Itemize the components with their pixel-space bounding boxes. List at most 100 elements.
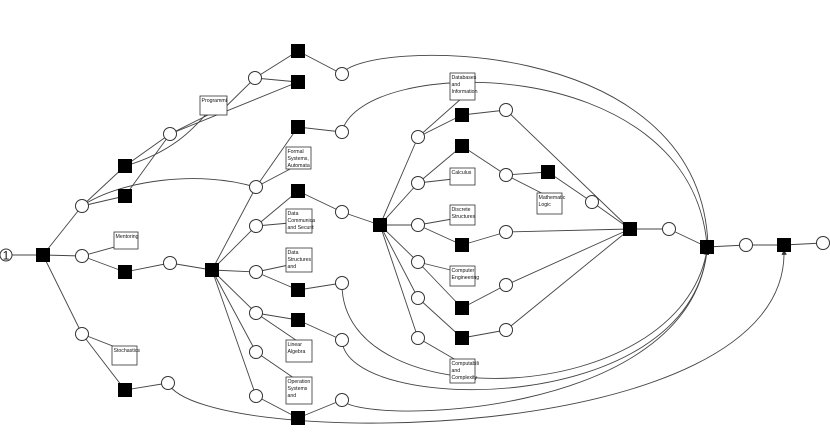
- place: [163, 256, 177, 270]
- transition: [455, 238, 469, 252]
- transition-label: and Securit: [288, 225, 315, 231]
- arc: [341, 249, 709, 379]
- arc: [417, 224, 463, 246]
- transitions: [36, 44, 791, 425]
- arc: [461, 328, 507, 339]
- transition-label: Calculus: [452, 170, 472, 176]
- arc: [379, 136, 419, 226]
- place: [411, 331, 425, 345]
- transition-label: Databases: [452, 75, 477, 81]
- arc: [211, 269, 257, 275]
- labeled-transition-calculus: Calculus: [449, 167, 476, 186]
- transition: [700, 240, 714, 254]
- place: [499, 323, 513, 337]
- place: [411, 255, 425, 269]
- arc: [211, 186, 257, 271]
- place: [411, 291, 425, 305]
- arc: [379, 224, 420, 339]
- place: [499, 278, 513, 292]
- transition: [36, 248, 50, 262]
- place: [662, 222, 676, 236]
- transition: [777, 238, 791, 252]
- transition: [205, 263, 219, 277]
- place: [75, 327, 89, 341]
- transition-label: Engineering: [452, 275, 480, 281]
- arc: [211, 225, 257, 271]
- arc: [124, 133, 171, 167]
- transition-label: and: [452, 368, 461, 374]
- arc: [211, 269, 257, 397]
- arc: [124, 381, 169, 391]
- places: [75, 67, 830, 407]
- place: [163, 127, 177, 141]
- transition-label: Operation: [288, 379, 311, 385]
- arc: [42, 254, 83, 335]
- place: [248, 71, 262, 85]
- arc: [341, 81, 710, 246]
- transition-label: Information: [452, 89, 478, 95]
- transition: [291, 184, 305, 198]
- transition-label: and: [288, 393, 297, 399]
- transition: [291, 44, 305, 58]
- arc: [81, 255, 126, 273]
- arc: [417, 297, 463, 339]
- transition: [541, 165, 555, 179]
- transition-label: Computabili: [452, 361, 479, 367]
- arc: [505, 228, 631, 331]
- transition-label: Data: [288, 211, 299, 217]
- transition: [118, 159, 132, 173]
- arc: [341, 249, 710, 391]
- place: [249, 265, 263, 279]
- transition-label: Mentoring: [116, 234, 139, 240]
- arc: [81, 178, 256, 207]
- arc: [505, 109, 631, 230]
- arc: [211, 269, 257, 314]
- labeled-transitions: ProgrammiMentoringStochasticsFormalSyste…: [111, 72, 566, 405]
- place: [75, 199, 89, 213]
- transition-label: Communica: [288, 218, 316, 224]
- arc: [81, 165, 126, 207]
- arc: [461, 284, 507, 309]
- place: [411, 218, 425, 232]
- transition: [455, 139, 469, 153]
- transition-label: Mathematic: [539, 195, 566, 201]
- transition-label: Algebra: [288, 349, 306, 355]
- place: [335, 67, 349, 81]
- transition-label: Logic: [539, 202, 552, 208]
- transition-label: Complexity: [452, 375, 478, 381]
- arc: [254, 50, 299, 79]
- arc: [81, 194, 126, 207]
- arc: [42, 205, 83, 256]
- arc: [255, 126, 299, 188]
- arc: [379, 224, 419, 299]
- place: [499, 103, 513, 117]
- transition-label: and: [288, 264, 297, 270]
- arc: [417, 261, 463, 309]
- transition: [623, 222, 637, 236]
- arc: [297, 50, 343, 75]
- labeled-transition-mentoring: Mentoring: [113, 231, 139, 250]
- transition: [291, 75, 305, 89]
- arc: [461, 230, 507, 246]
- place: [249, 219, 263, 233]
- place: [499, 225, 513, 239]
- labeled-transition-stochastics: Stochastics: [111, 345, 140, 366]
- transition-label: Computer: [452, 268, 475, 274]
- place: [335, 276, 349, 290]
- transition: [455, 331, 469, 345]
- place: [739, 238, 753, 252]
- arc: [341, 54, 711, 246]
- place: [75, 249, 89, 263]
- place: [335, 125, 349, 139]
- place: [411, 176, 425, 190]
- place: [499, 168, 513, 182]
- place: [249, 180, 263, 194]
